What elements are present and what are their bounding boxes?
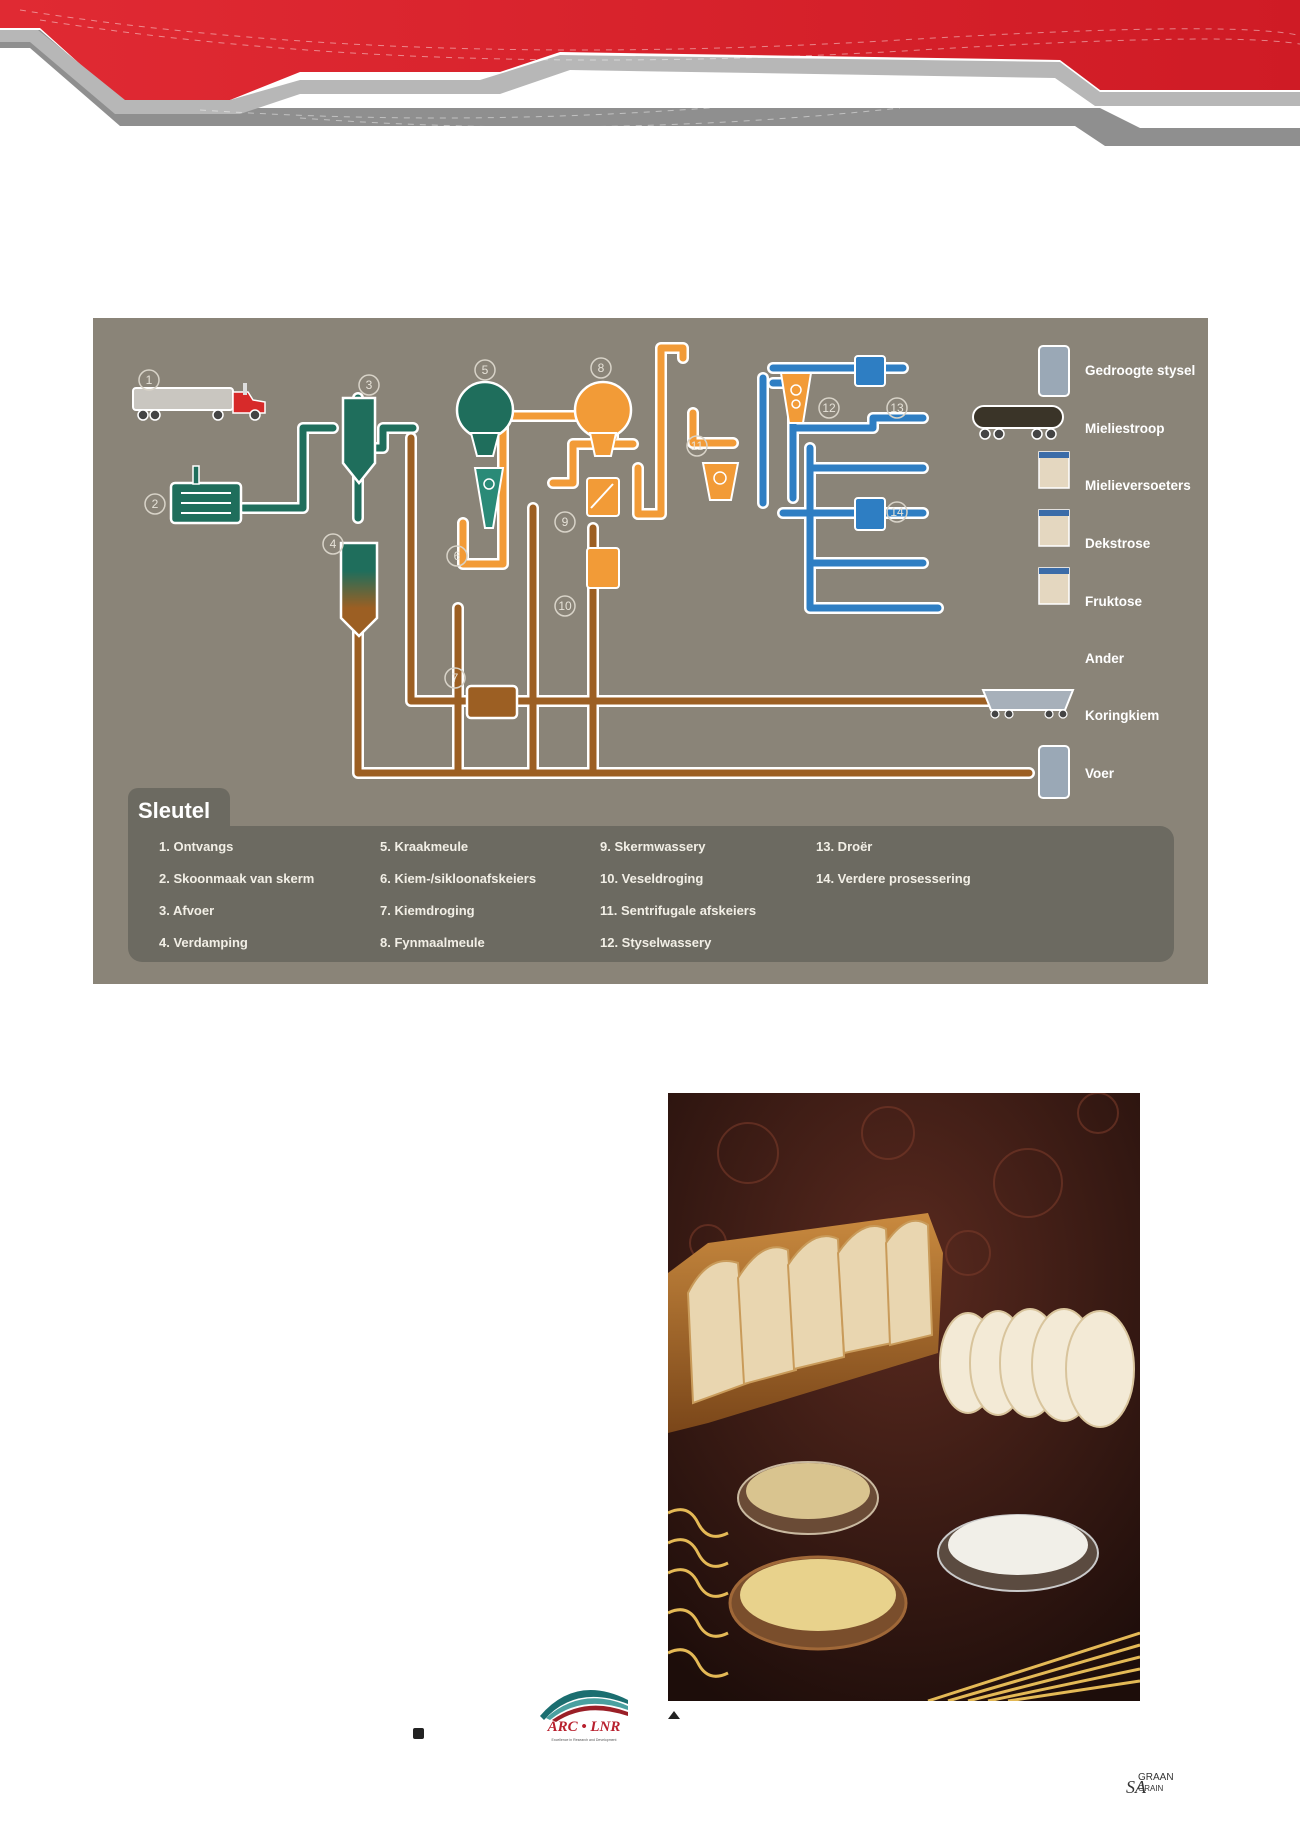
step-number: 12 [822, 401, 836, 415]
key-item: 11. Sentrifugale afskeiers [600, 903, 757, 918]
bread-loaf-icon [668, 1213, 943, 1433]
fiber-dryer-icon [586, 547, 620, 589]
step-number-markers: 1 2 3 4 5 6 7 8 9 10 11 12 13 1 [138, 357, 908, 689]
step-number: 13 [890, 401, 904, 415]
step-number: 9 [562, 515, 569, 529]
step-number: 3 [366, 378, 373, 392]
output-dekstrose: Dekstrose [1085, 536, 1151, 551]
step-number: 14 [890, 505, 904, 519]
output-mieliestroop: Mieliestroop [1085, 421, 1165, 436]
key-item: 6. Kiem-/sikloonafskeiers [380, 871, 537, 886]
output-voer: Voer [1085, 766, 1115, 781]
sa-grain-logo-sa: SA [1126, 1777, 1146, 1797]
dryer-box-icon [854, 355, 886, 387]
step-number: 1 [146, 373, 153, 387]
pasta-icon [668, 1508, 1140, 1701]
food-photo [668, 1093, 1140, 1701]
starch-washer-icon [779, 372, 813, 424]
key-item: 14. Verdere prosessering [816, 871, 971, 886]
output-labels: Gedroogte stysel Mieliestroop Mielievers… [1085, 363, 1195, 781]
process-flow-graphic: 1 2 3 4 5 6 7 8 9 10 11 12 13 1 [132, 342, 1195, 799]
steep-tank-icon [341, 396, 377, 486]
sa-grain-logo-graan: GRAAN [1138, 1772, 1174, 1783]
screen-cleaner-icon [169, 465, 243, 525]
starch-silo-icon [1038, 345, 1070, 397]
rail-car-icon [981, 689, 1075, 719]
fructose-box-icon [1038, 567, 1070, 605]
maize-wet-milling-diagram: 1 2 3 4 5 6 7 8 9 10 11 12 13 1 [93, 318, 1208, 984]
bowls-icon [728, 1461, 1099, 1651]
arc-tagline: Excellence in Research and Development [551, 1738, 617, 1742]
processing-box-icon [854, 497, 886, 531]
feed-silo-icon [1038, 745, 1070, 799]
key-item: 13. Droër [816, 839, 873, 854]
key-item: 5. Kraakmeule [380, 839, 469, 854]
key-panel: 1. Ontvangs 2. Skoonmaak van skerm 3. Af… [128, 826, 1174, 962]
step-number: 5 [482, 363, 489, 377]
sa-grain-logo-grain: GRAIN [1138, 1784, 1164, 1793]
key-title: Sleutel [128, 788, 230, 840]
output-ander: Ander [1085, 651, 1125, 666]
screen-washer-icon [586, 477, 620, 517]
step-number: 7 [452, 671, 459, 685]
step-number: 6 [454, 549, 461, 563]
output-mielieversoeters: Mielieversoeters [1085, 478, 1191, 493]
step-number: 10 [558, 599, 572, 613]
key-item: 3. Afvoer [159, 903, 215, 918]
output-koringkiem: Koringkiem [1085, 708, 1159, 723]
key-item: 1. Ontvangs [159, 839, 234, 854]
sweetener-box-icon [1038, 451, 1070, 489]
arc-lnr-logo [540, 1690, 628, 1722]
output-fruktose: Fruktose [1085, 594, 1143, 609]
germ-dryer-icon [465, 684, 519, 720]
key-item: 7. Kiemdroging [380, 903, 475, 918]
step-number: 11 [691, 439, 704, 453]
output-gedroogte-stysel: Gedroogte stysel [1085, 363, 1195, 378]
germ-cyclone-icon [473, 467, 505, 529]
key-item: 8. Fynmaalmeule [380, 935, 485, 950]
dextrose-box-icon [1038, 509, 1070, 547]
step-number: 2 [152, 497, 159, 511]
evaporator-icon [339, 541, 379, 638]
key-item: 12. Styselwassery [600, 935, 712, 950]
step-number: 4 [330, 537, 337, 551]
cracking-mill-icon [455, 380, 515, 457]
caption-arrow-icon [668, 1711, 680, 1719]
header-banner [0, 0, 1300, 150]
step-number: 8 [598, 361, 605, 375]
white-bread-icon [939, 1308, 1135, 1428]
key-item: 9. Skermwassery [600, 839, 706, 854]
arc-logo-text: ARC • LNR [547, 1719, 621, 1735]
key-item: 2. Skoonmaak van skerm [159, 871, 315, 886]
key-item: 4. Verdamping [159, 935, 248, 950]
centrifugal-separator-icon [701, 462, 740, 501]
key-item: 10. Veseldroging [600, 871, 704, 886]
fine-grind-mill-icon [573, 380, 633, 457]
truck-icon [132, 383, 266, 421]
tank-car-icon [972, 405, 1064, 440]
end-bullet-icon [413, 1728, 424, 1739]
